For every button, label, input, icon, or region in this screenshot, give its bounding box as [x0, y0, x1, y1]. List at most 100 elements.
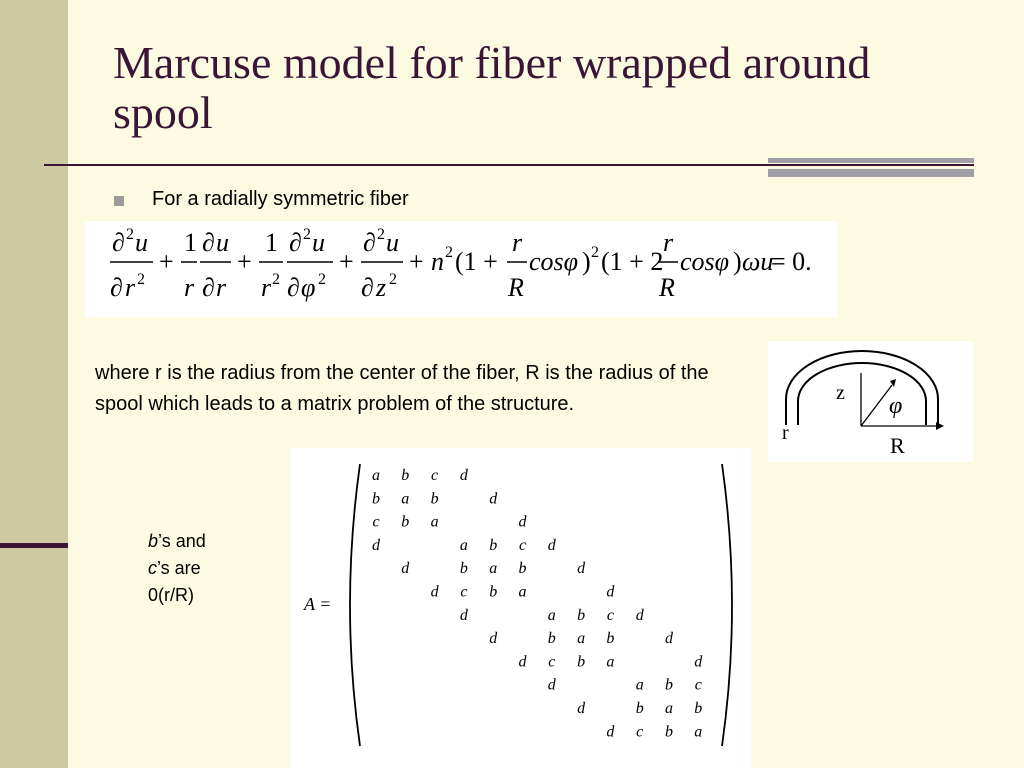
- matrix-entry: b: [401, 467, 409, 484]
- matrix-entry: a: [665, 700, 673, 717]
- matrix-entry: b: [431, 490, 439, 507]
- matrix-entry: d: [489, 630, 498, 647]
- omega-u: ωu: [742, 247, 773, 276]
- numerator-r: r: [512, 228, 523, 257]
- matrix-entry: b: [548, 630, 556, 647]
- matrix-entry: d: [606, 584, 615, 601]
- sup-2: 2: [591, 244, 599, 261]
- matrix-entry: c: [431, 467, 438, 484]
- denominator-r: r: [216, 273, 227, 302]
- matrix-entry: b: [489, 584, 497, 601]
- matrix-entry: d: [548, 537, 557, 554]
- spool-outer-arc: [785, 350, 939, 425]
- close-paren: ): [582, 247, 591, 276]
- denominator-d: ∂: [287, 273, 300, 302]
- matrix-entry: b: [694, 700, 702, 717]
- matrix-entry: a: [401, 490, 409, 507]
- note-rest-2: ’s are: [157, 558, 201, 578]
- denominator-r: r: [184, 273, 195, 302]
- numerator-u: u: [135, 228, 148, 257]
- sup-2: 2: [377, 226, 385, 243]
- fraction-r-over-R: r R: [507, 228, 527, 302]
- sup-2: 2: [445, 244, 453, 261]
- matrix-entry: b: [665, 677, 673, 694]
- bullet-text: For a radially symmetric fiber: [152, 188, 409, 210]
- matrix-entry: d: [519, 653, 528, 670]
- sidebar-band: [0, 0, 68, 768]
- matrix-entry: b: [577, 653, 585, 670]
- note-line-2: c’s are: [148, 555, 258, 582]
- matrix-entry: a: [372, 467, 380, 484]
- plus-sign: +: [237, 247, 252, 276]
- term-d2u-dr2: ∂ 2 u ∂ r 2: [110, 226, 153, 302]
- matrix-entry: a: [577, 630, 585, 647]
- matrix-entry: d: [460, 607, 469, 624]
- numerator-u: u: [386, 228, 399, 257]
- matrix-entry: d: [372, 537, 381, 554]
- label-r: r: [782, 422, 789, 444]
- right-bracket: [721, 463, 733, 747]
- matrix-entry: a: [489, 560, 497, 577]
- denominator-r: r: [125, 273, 136, 302]
- matrix-entry: b: [372, 490, 380, 507]
- matrix-entry: a: [606, 653, 614, 670]
- matrix-entry: b: [665, 723, 673, 740]
- matrix-entry: d: [431, 584, 440, 601]
- wave-equation-svg: ∂ 2 u ∂ r 2 + 1 r ∂ u ∂ r + 1 r 2 ∂ 2: [110, 226, 812, 302]
- open-paren-one-plus: (1 +: [455, 247, 498, 276]
- numerator-one: 1: [265, 228, 278, 257]
- cos-phi: cosφ: [529, 247, 578, 276]
- denominator-z: z: [375, 273, 386, 302]
- numerator-u: u: [312, 228, 325, 257]
- spool-diagram: z φ r R: [768, 341, 973, 462]
- term-1-over-r: 1 r ∂ u ∂ r: [181, 228, 231, 302]
- denominator-R: R: [507, 273, 524, 302]
- n-symbol: n: [431, 247, 444, 276]
- denominator-phi: φ: [301, 273, 315, 302]
- fraction-r-over-R: r R: [658, 228, 678, 302]
- numerator-one: 1: [184, 228, 197, 257]
- numerator-d: ∂: [202, 228, 215, 257]
- plus-sign: +: [159, 247, 174, 276]
- denominator-R: R: [658, 273, 675, 302]
- matrix-entry: b: [636, 700, 644, 717]
- sidebar-accent-bar: [0, 543, 68, 548]
- matrix-entry: b: [519, 560, 527, 577]
- matrix-entry: c: [519, 537, 526, 554]
- numerator-d: ∂: [112, 228, 125, 257]
- matrix-entry: a: [548, 607, 556, 624]
- wave-equation: ∂ 2 u ∂ r 2 + 1 r ∂ u ∂ r + 1 r 2 ∂ 2: [85, 221, 837, 317]
- term-1-over-r2: 1 r 2 ∂ 2 u ∂ φ 2: [259, 226, 333, 302]
- sup-2: 2: [318, 271, 326, 288]
- matrix-entry: a: [694, 723, 702, 740]
- title-accent-bar-lower: [768, 169, 974, 177]
- matrix-entry: b: [606, 630, 614, 647]
- numerator-u: u: [216, 228, 229, 257]
- matrix-entry: b: [460, 560, 468, 577]
- matrix-entry: d: [636, 607, 645, 624]
- matrix-entry: c: [636, 723, 643, 740]
- phi-arrowhead: [890, 379, 896, 387]
- sup-2: 2: [137, 271, 145, 288]
- note-line-3: 0(r/R): [148, 585, 194, 605]
- matrix-entry: d: [665, 630, 674, 647]
- note-var-c: c: [148, 558, 157, 578]
- left-bracket: [349, 463, 361, 747]
- open-paren-one-plus-two: (1 + 2: [601, 247, 663, 276]
- matrix-entry: c: [372, 514, 379, 531]
- matrix-entry: c: [607, 607, 614, 624]
- label-z: z: [836, 382, 845, 404]
- plus-sign: +: [339, 247, 354, 276]
- order-note: b’s and c’s are 0(r/R): [148, 528, 258, 609]
- matrix-entry: a: [519, 584, 527, 601]
- matrix-entry: d: [489, 490, 498, 507]
- note-var-b: b: [148, 531, 159, 551]
- sup-2: 2: [303, 226, 311, 243]
- matrix-entry: a: [636, 677, 644, 694]
- bullet-square-icon: [114, 196, 124, 206]
- numerator-d: ∂: [363, 228, 376, 257]
- matrix-entry: d: [577, 700, 586, 717]
